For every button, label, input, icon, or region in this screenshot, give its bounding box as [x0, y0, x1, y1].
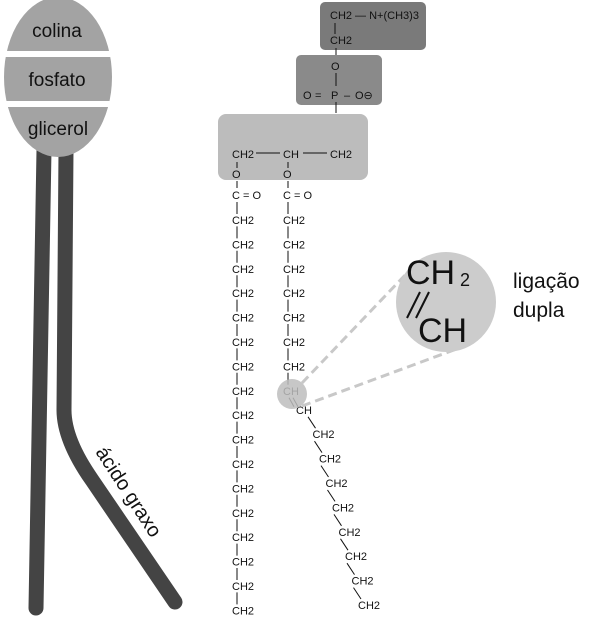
choline-box	[320, 2, 426, 50]
glycerol-c3: CH2	[330, 149, 352, 161]
ch2-unit: CH2	[352, 576, 374, 588]
zoom-circle	[396, 252, 496, 352]
ch2-unit: CH2	[326, 478, 348, 490]
fatty-acid-tail-left	[28, 142, 52, 616]
ch2-unit: CH2	[232, 288, 254, 300]
phosphate-top-o: O	[331, 61, 340, 73]
ch2-unit: CH2	[232, 313, 254, 325]
double-bond-zoom: CH 2 CH ligação dupla	[300, 252, 580, 408]
ch2-unit: CH2	[283, 313, 305, 325]
ch2-unit: CH2	[232, 508, 254, 520]
ch2-unit: CH2	[283, 288, 305, 300]
zoom-label-line1: ligação	[513, 270, 580, 293]
schematic-phospholipid: colina fosfato glicerol ácido graxo	[0, 0, 183, 616]
zoom-ch2-sub: 2	[460, 270, 470, 290]
double-bond-ch-bottom: CH	[296, 405, 312, 417]
chain-bond	[346, 562, 355, 575]
head-label-fosfato: fosfato	[28, 70, 85, 91]
zoom-double-bond-1	[406, 291, 421, 319]
ch2-unit: CH2	[232, 435, 254, 447]
phosphate-box	[296, 55, 382, 105]
zoom-label-line2: dupla	[513, 299, 565, 322]
ch2-unit: CH2	[232, 361, 254, 373]
ch2-unit: CH2	[232, 386, 254, 398]
fatty-acid-chains: CH2CH2CH2CH2CH2CH2CH2CH2CH2CH2CH2CH2CH2C…	[232, 202, 380, 617]
phosphate-p: P	[331, 90, 338, 102]
chain-bond	[314, 440, 323, 453]
ch2-unit: CH2	[283, 337, 305, 349]
ch2-unit: CH2	[232, 557, 254, 569]
ch2-unit: CH2	[232, 459, 254, 471]
ch2-unit: CH2	[332, 502, 354, 514]
ch2-unit: CH2	[283, 264, 305, 276]
glycerol-box	[218, 114, 368, 180]
chain-bond	[340, 538, 349, 551]
ch2-unit: CH2	[232, 532, 254, 544]
ch2-unit: CH2	[345, 551, 367, 563]
choline-line2: CH2	[330, 35, 352, 47]
phosphate-single-bond: –	[344, 90, 351, 102]
ch2-unit: CH2	[283, 239, 305, 251]
ch2-unit: CH2	[313, 429, 335, 441]
ch2-unit: CH2	[232, 337, 254, 349]
zoom-ch: CH	[418, 312, 467, 350]
carbonyl-left: C = O	[232, 190, 261, 202]
ch2-unit: CH2	[232, 239, 254, 251]
structural-formula: CH2 — N+(CH3)3 CH2 O O = P – O⊖ O CH2 CH…	[218, 2, 426, 617]
glycerol-c1: CH2	[232, 149, 254, 161]
head-label-glicerol: glicerol	[28, 119, 88, 140]
phosphate-double-bond: =	[315, 90, 321, 102]
double-bond-highlight	[277, 379, 307, 409]
choline-line1: CH2 — N+(CH3)3	[330, 10, 419, 22]
ch2-unit: CH2	[283, 215, 305, 227]
polar-head	[4, 0, 112, 157]
chain-bond	[333, 514, 342, 527]
ch2-unit: CH2	[232, 215, 254, 227]
ch2-unit: CH2	[232, 483, 254, 495]
chain-bond	[320, 465, 329, 478]
carbonyl-right: C = O	[283, 190, 312, 202]
ch2-unit: CH2	[283, 361, 305, 373]
chain-bond	[307, 416, 316, 429]
ch2-unit: CH2	[232, 264, 254, 276]
ester-o-right: O	[283, 169, 292, 181]
glycerol-c2: CH	[283, 149, 299, 161]
head-label-colina: colina	[32, 21, 82, 42]
ch2-unit: CH2	[232, 581, 254, 593]
ch2-unit: CH2	[339, 527, 361, 539]
ch2-unit: CH2	[232, 410, 254, 422]
ch2-unit: CH2	[232, 605, 254, 617]
zoom-double-bond-2	[415, 291, 430, 319]
ch2-unit: CH2	[319, 454, 341, 466]
zoom-ch2-c: CH	[406, 254, 455, 292]
zoom-connector-top	[300, 270, 410, 385]
zoom-connector-bottom	[301, 342, 471, 408]
phosphate-right-o: O⊖	[355, 90, 373, 102]
fatty-acid-tail-right	[56, 142, 183, 610]
ch2-unit: CH2	[358, 600, 380, 612]
chain-bond	[353, 587, 362, 600]
ester-o-left: O	[232, 169, 241, 181]
chain-bond	[327, 489, 336, 502]
phosphate-left-o: O	[303, 90, 312, 102]
